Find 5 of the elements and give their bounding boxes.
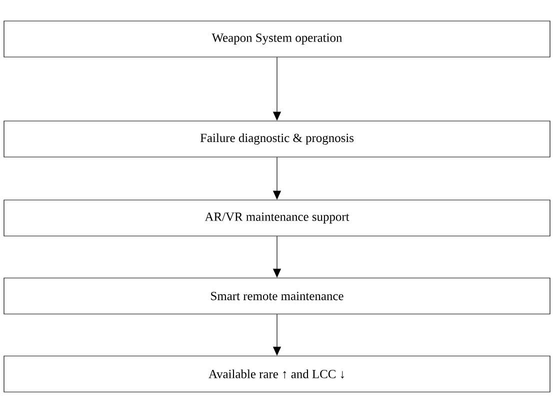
process-box: AR/VR maintenance support	[4, 200, 550, 236]
process-box: Weapon System operation	[4, 20, 550, 58]
process-box: Smart remote maintenance	[4, 278, 550, 314]
process-box: Failure diagnostic & prognosis	[4, 120, 550, 158]
process-box: Available rare ↑ and LCC ↓	[4, 356, 550, 392]
